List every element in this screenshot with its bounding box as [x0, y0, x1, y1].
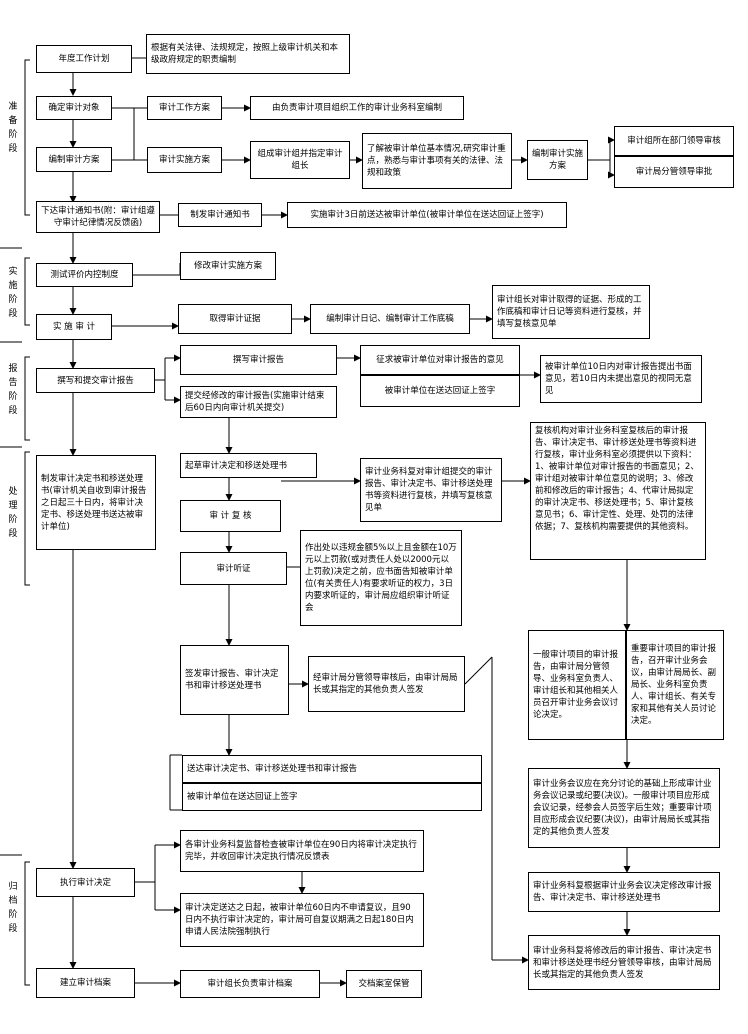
understand-node: 了解被审计单位基本情况,研究审计重点，熟悉与审计事项有关的法律、法规和政策 [362, 133, 512, 189]
meeting-note: 审计业务会议应在充分讨论的基础上形成审计业务会议记录或纪要(决议)。一般审计项目… [528, 768, 720, 848]
leader-archive-node: 审计组长负责审计档案 [180, 970, 320, 998]
submit-revised-node: 提交经修改的审计报告(实施审计结束后60日内向审计机关提交) [180, 386, 337, 418]
work-plan-note: 由负责审计项目组织工作的审计业务科室编制 [250, 96, 464, 120]
leader-check-node: 审计组长对审计取得的证据、形成的工作底稿和审计日记等资料进行复核，并填写复核意见… [492, 285, 650, 339]
business-review-node: 审计业务科复对审计组提交的审计报告、审计决定书、审计移送处理书等资料进行复核，并… [360, 458, 502, 522]
send-notice-node: 实施审计3日前送达被审计单位(被审计单位在送达回证上签字) [287, 202, 567, 228]
phase-label-impl: 实施阶段 [8, 267, 18, 319]
write-submit-node: 撰写和提交审计报告 [36, 368, 155, 393]
sign-note: 经审计局分管领导审核后，由审计局局长或其指定的其他负责人签发 [308, 656, 465, 712]
archive-node: 建立审计档案 [36, 968, 135, 998]
hearing-note: 作出处以违规金额5%以上且金额在10万元以上罚款(或对责任人处以2000元以上罚… [300, 530, 462, 626]
general-project-node: 一般审计项目的审计报告，由审计局分管领导、业务科室负责人、审计组长和其他相关人员… [528, 630, 626, 740]
bureau-approve-node: 审计局分管领导审批 [614, 156, 734, 188]
draft-report-node: 撰写审计报告 [180, 345, 337, 375]
signed-receipt-node: 被审计单位在送达回证上签字 [360, 375, 520, 407]
annual-plan-node: 年度工作计划 [36, 45, 132, 73]
deliver-sign-node: 被审计单位在送达回证上签字 [182, 783, 482, 811]
major-project-node: 重要审计项目的审计报告，召开审计业务会议，由审计局局长、副局长、业务科室负责人、… [626, 630, 724, 740]
reply-10days-node: 被审计单位10日内对审计报告提出书面意见，若10日内未提出意见的视同无意见 [540, 355, 702, 403]
obtain-evidence-node: 取得审计证据 [178, 304, 292, 334]
record-diary-node: 编制审计日记、编制审计工作底稿 [310, 304, 470, 334]
supervise-node: 各审计业务科复监督检查被审计单位在90日内将审计决定执行完毕，并收回审计决定执行… [180, 830, 424, 872]
phase-label-archive: 归档阶段 [8, 882, 18, 934]
audit-review-node: 审 计 复 核 [180, 500, 281, 532]
impl-plan-node: 审计实施方案 [147, 147, 222, 173]
phase-label-handle: 处理阶段 [8, 487, 18, 539]
execute-node: 执行审计决定 [36, 868, 135, 897]
phase-label-report: 报告阶段 [8, 364, 18, 416]
solicit-opinion-node: 征求被审计单位对审计报告的意见 [360, 345, 520, 375]
annual-plan-note: 根据有关法律、法规规定，按照上级审计机关和本级政府规定的职责编制 [146, 34, 350, 74]
reconsider-node: 审计决定送达之日起，被审计单位60日内不申请复议，且90日内不执行审计决定的，审… [180, 893, 424, 947]
deliver-node: 送达审计决定书、审计移送处理书和审计报告 [182, 755, 482, 783]
implement-node: 实 施 审 计 [36, 314, 112, 340]
issue-decision-node: 制发审计决定书和移送处理书(审计机关自收到审计报告之日起三十日内，将审计决定书、… [36, 455, 156, 550]
draft-decision-node: 起草审计决定和移送处理书 [180, 453, 317, 478]
modify-per-meeting-node: 审计业务科复根据审计业务会议决定修改审计报告、审计决定书、审计移送处理书 [528, 872, 720, 912]
compile-impl-plan-node: 编制审计实施方案 [527, 140, 588, 180]
determine-target-node: 确定审计对象 [36, 96, 112, 120]
hearing-node: 审计听证 [180, 552, 287, 585]
work-plan-node: 审计工作方案 [147, 96, 222, 120]
final-sign-node: 审计业务科复将修改后的审计报告、审计决定书和审计移送处理书经分管领导审核，由审计… [528, 935, 720, 990]
make-notice-node: 制发审计通知书 [178, 203, 262, 227]
modify-plan-node: 修改审计实施方案 [180, 252, 276, 280]
form-team-node: 组成审计组并指定审计组长 [250, 141, 350, 179]
sign-issue-node: 签发审计报告、审计决定书和审计移送处理书 [180, 645, 289, 715]
phase-label-prep: 准备阶段 [8, 102, 18, 154]
compile-plan-node: 编制审计方案 [36, 147, 112, 172]
test-control-node: 测试评价内控制度 [36, 263, 133, 287]
leader-review-node: 审计组所在部门领导审核 [614, 126, 734, 156]
issue-notice-node: 下达审计通知书(附：审计组遵守审计纪律情况反馈函) [36, 201, 160, 233]
review-dept-note: 复核机构对审计业务科室复核后的审计报告、审计决定书、审计移送处理书等资料进行复核… [530, 422, 706, 560]
hand-over-node: 交档案室保管 [346, 970, 422, 998]
